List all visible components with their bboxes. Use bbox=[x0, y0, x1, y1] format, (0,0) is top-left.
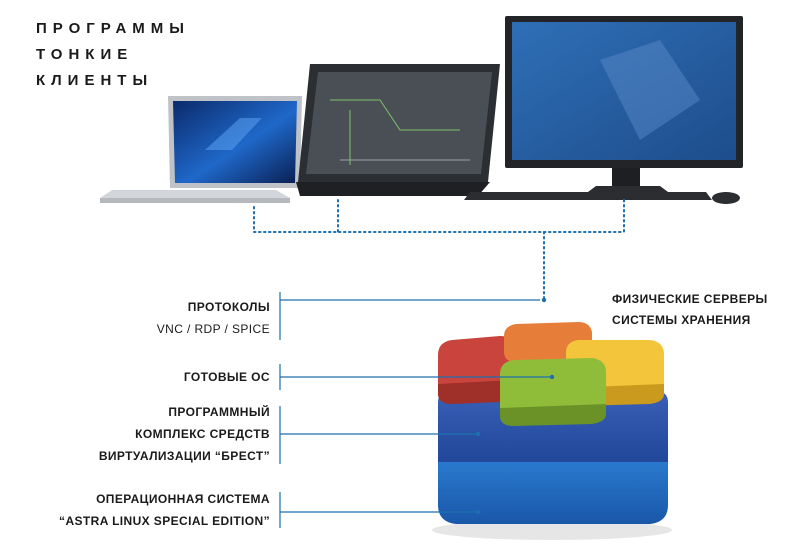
protocols-label: ПРОТОКОЛЫ bbox=[187, 300, 270, 314]
servers-label: ФИЗИЧЕСКИЕ СЕРВЕРЫ bbox=[612, 292, 768, 306]
callout-dots bbox=[475, 297, 555, 515]
brest-label-line-3: ВИРТУАЛИЗАЦИИ “БРЕСТ” bbox=[98, 449, 270, 463]
desktop-monitor-device bbox=[464, 16, 743, 204]
tablet-monitor-device bbox=[296, 64, 500, 196]
laptop-device bbox=[100, 96, 302, 203]
header-line-3: КЛИЕНТЫ bbox=[36, 72, 154, 89]
astra-label-line-2: “ASTRA LINUX SPECIAL EDITION” bbox=[59, 514, 270, 528]
block-red bbox=[438, 336, 514, 404]
astra-label-line-1: ОПЕРАЦИОННАЯ СИСТЕМА bbox=[96, 492, 270, 506]
ready-os-label: ГОТОВЫЕ ОС bbox=[183, 370, 270, 384]
header-line-2: ТОНКИЕ bbox=[36, 46, 134, 63]
storage-label: СИСТЕМЫ ХРАНЕНИЯ bbox=[612, 313, 751, 327]
server-cube bbox=[432, 322, 672, 540]
block-green bbox=[500, 358, 606, 426]
brest-label-line-1: ПРОГРАММНЫЙ bbox=[168, 405, 270, 419]
protocols-sublabel: VNC / RDP / SPICE bbox=[156, 322, 270, 336]
brest-label-line-2: КОМПЛЕКС СРЕДСТВ bbox=[135, 427, 270, 441]
header-line-1: ПРОГРАММЫ bbox=[36, 20, 190, 37]
device-connectors bbox=[253, 199, 625, 301]
callout-lines bbox=[279, 292, 552, 528]
